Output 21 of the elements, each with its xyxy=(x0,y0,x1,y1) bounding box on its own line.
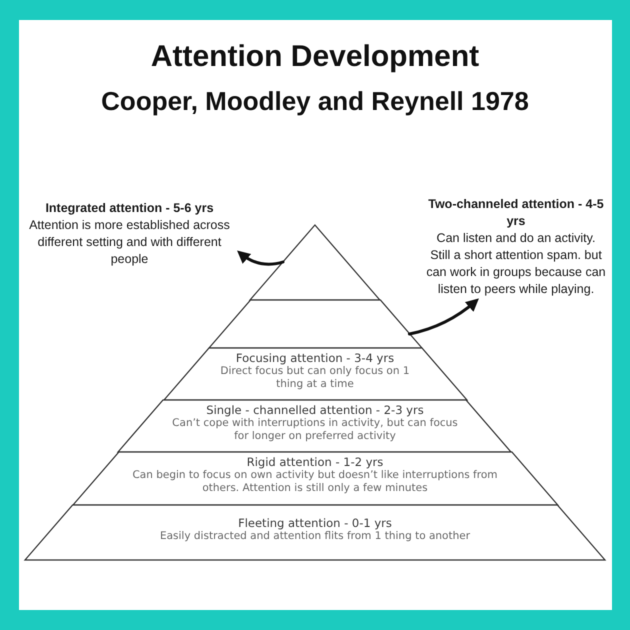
layer-title: Fleeting attention - 0-1 yrs xyxy=(238,516,392,530)
layer-title: Focusing attention - 3-4 yrs xyxy=(236,351,394,365)
layer-title: Single - channelled attention - 2-3 yrs xyxy=(206,403,424,417)
pyramid-layer xyxy=(250,225,380,300)
pyramid-layer xyxy=(208,300,422,348)
layer-description: Direct focus but can only focus on 1 thing at a time xyxy=(219,365,411,391)
subtitle: Cooper, Moodley and Reynell 1978 xyxy=(101,86,529,117)
stage-heading: Integrated attention - 5-6 yrs xyxy=(45,200,214,217)
stage-description: Attention is more established across different setting and with different people xyxy=(28,217,231,268)
layer-description: Can’t cope with interruptions in activity, but can focus for longer on preferred activity xyxy=(171,417,459,443)
layer-description: Easily distracted and attention flits from 1 thing to another xyxy=(160,530,470,543)
diagram-title: Attention Development xyxy=(150,40,480,74)
curved-arrow xyxy=(408,298,479,336)
pyramid-layer xyxy=(164,348,466,400)
stage-heading: Two-channeled attention - 4-5 yrs xyxy=(427,196,605,230)
layer-description: Can begin to focus on own activity but doesn’t like interruptions from others. Attention is still only a few minutes xyxy=(131,469,498,495)
pyramid-layer xyxy=(72,452,558,505)
curved-arrow xyxy=(236,250,284,266)
stage-description: Can listen and do an activity. Still a short attention spam. but can work in groups because can listen to peers while playing. xyxy=(425,230,607,298)
layer-title: Rigid attention - 1-2 yrs xyxy=(246,455,384,469)
pyramid-layer xyxy=(25,505,605,560)
